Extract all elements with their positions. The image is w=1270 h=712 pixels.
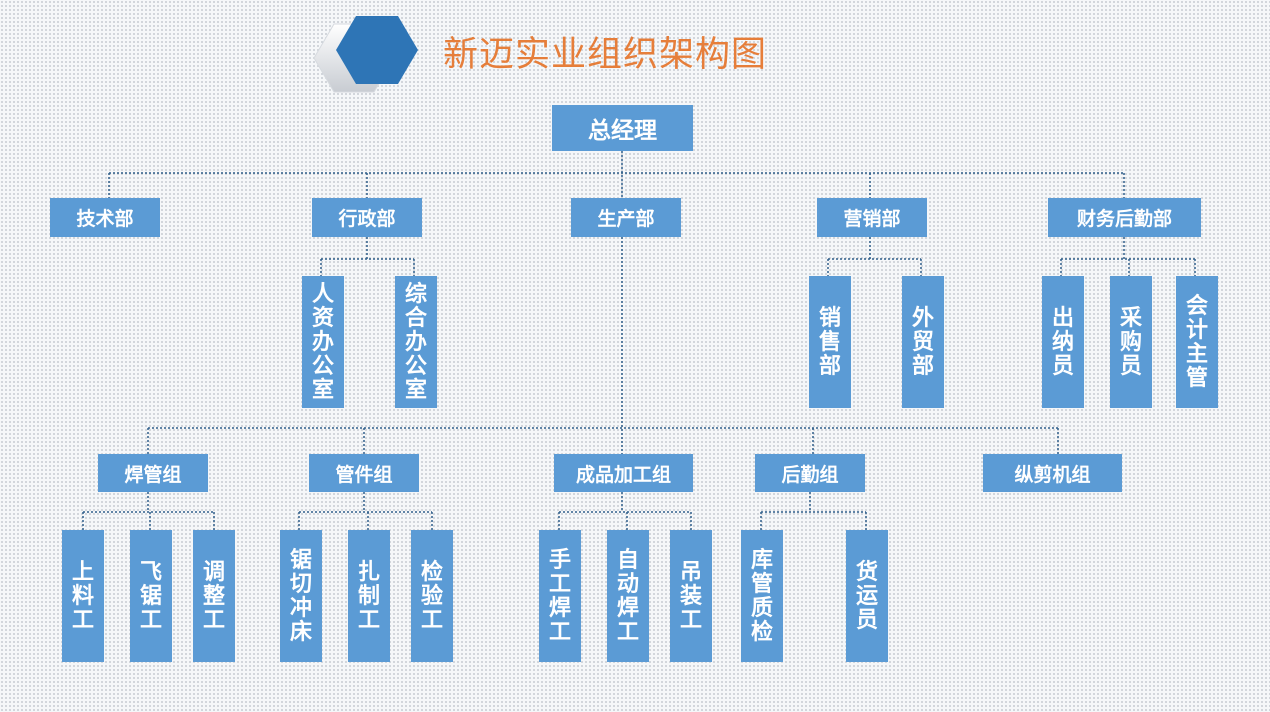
org-node-dept-tech: 技术部 [50,198,160,237]
org-node-hoisting-worker: 吊装工 [670,530,712,662]
org-node-group-slitting: 纵剪机组 [983,454,1122,492]
org-node-group-welded-pipe: 焊管组 [98,454,208,492]
org-node-dept-sales: 营销部 [817,198,927,237]
org-node-buyer: 采购员 [1110,276,1152,408]
org-node-general-office: 综合办公室 [395,276,437,408]
org-node-general-manager: 总经理 [552,105,693,151]
org-node-freight: 货运员 [846,530,888,662]
org-node-dept-finance: 财务后勤部 [1048,198,1201,237]
org-node-cashier: 出纳员 [1042,276,1084,408]
org-node-dept-production: 生产部 [571,198,681,237]
org-node-accounting-supervisor: 会计主管 [1176,276,1218,408]
page-title: 新迈实业组织架构图 [443,35,768,75]
org-node-inspector: 检验工 [411,530,453,662]
org-node-group-finished-product: 成品加工组 [554,454,693,492]
org-node-auto-welder: 自动焊工 [607,530,649,662]
org-node-flying-saw: 飞锯工 [130,530,172,662]
org-node-group-logistics: 后勤组 [755,454,865,492]
org-node-adjuster: 调整工 [193,530,235,662]
org-node-dept-admin: 行政部 [312,198,422,237]
org-node-manual-welder: 手工焊工 [539,530,581,662]
org-node-loader: 上料工 [62,530,104,662]
org-node-sales-dept: 销售部 [809,276,851,408]
org-node-foreign-trade: 外贸部 [902,276,944,408]
org-node-rolling-worker: 扎制工 [348,530,390,662]
org-node-saw-punch: 锯切冲床 [280,530,322,662]
org-node-hr-office: 人资办公室 [302,276,344,408]
org-node-warehouse-qc: 库管质检 [741,530,783,662]
hexagon-icon [313,16,418,93]
org-node-group-pipe-fitting: 管件组 [309,454,419,492]
